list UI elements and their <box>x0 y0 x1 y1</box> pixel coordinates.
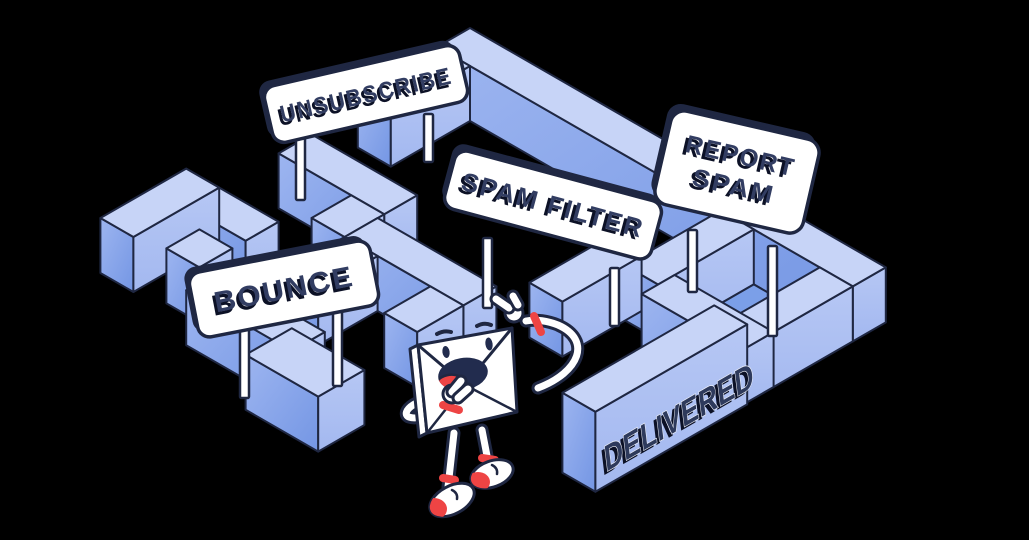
spam-filter-post-left <box>481 236 494 310</box>
spam-filter-post-right <box>608 266 621 328</box>
mascot-legs <box>424 423 515 520</box>
report-spam-post-right <box>766 244 779 338</box>
maze-wall-face <box>383 285 465 333</box>
bounce-post-right <box>331 304 344 388</box>
sign-board <box>442 149 664 261</box>
sign-board <box>653 109 821 235</box>
sign-spam-filter: SPAM FILTER SPAM FILTER <box>442 144 664 261</box>
wrist-band-right <box>530 312 545 336</box>
sneaker-right <box>466 458 515 492</box>
wrist-band-left <box>439 401 463 414</box>
envelope-mascot <box>399 289 585 520</box>
sign-bounce: BOUNCE BOUNCE <box>184 235 381 339</box>
eyebrow-left <box>435 329 453 336</box>
eyebrow-right <box>475 321 493 328</box>
report-spam-post-left <box>686 228 699 294</box>
unsubscribe-post-right <box>422 112 435 164</box>
sign-board <box>187 239 381 339</box>
mascot-hands <box>439 289 525 414</box>
sign-report-spam: REPORT REPORT SPAM SPAM <box>651 103 821 235</box>
ankle-band-left <box>439 474 459 484</box>
maze-wall-face <box>561 304 749 413</box>
eye-left <box>442 346 450 358</box>
eye-right <box>485 337 493 351</box>
maze-wall-face <box>99 167 221 238</box>
sign-board <box>262 43 470 145</box>
